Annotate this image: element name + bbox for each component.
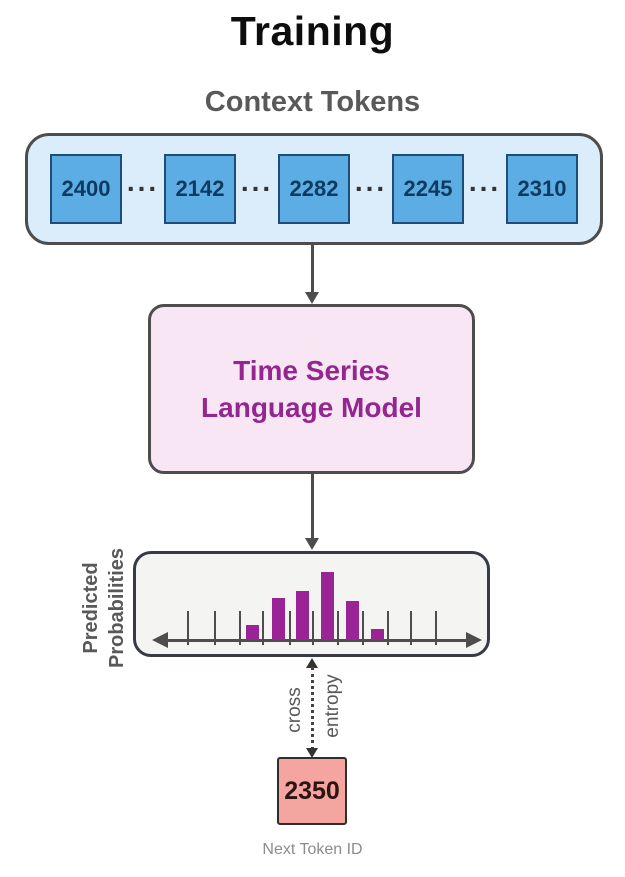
predicted-probabilities-label: Predicted Probabilities — [78, 533, 132, 683]
predicted-probabilities-label-line2: Probabilities — [106, 547, 128, 669]
ellipsis-separator: ... — [240, 166, 274, 197]
histogram-tick — [187, 611, 189, 645]
token-box: 2282 — [278, 154, 350, 224]
next-token-caption: Next Token ID — [262, 841, 363, 858]
next-token-box: 2350 — [277, 757, 347, 825]
arrow-context-to-model-head — [305, 292, 319, 304]
histogram-tick — [262, 611, 264, 645]
histogram-tick — [435, 611, 437, 645]
axis-right-arrow-icon — [466, 632, 482, 648]
token-box: 2245 — [392, 154, 464, 224]
model-name-line2: Language Model — [201, 392, 422, 423]
model-box: Time Series Language Model — [148, 304, 475, 474]
cross-entropy-label-entropy: entropy — [322, 674, 343, 738]
context-tokens-container: 2400...2142...2282...2245...2310 — [25, 133, 603, 245]
probabilities-box — [133, 551, 490, 657]
token-box: 2400 — [50, 154, 122, 224]
ellipsis-separator: ... — [354, 166, 388, 197]
page-title: Training — [230, 8, 395, 54]
probability-bar — [345, 601, 359, 640]
cross-entropy-arrow-down-icon — [306, 748, 318, 758]
probability-bar — [320, 572, 334, 640]
histogram-tick — [239, 611, 241, 645]
arrow-model-to-probabilities-line — [311, 474, 314, 539]
cross-entropy-label-cross: cross — [284, 687, 305, 733]
ellipsis-separator: ... — [468, 166, 502, 197]
ellipsis-separator: ... — [126, 166, 160, 197]
histogram-tick — [289, 611, 291, 645]
probability-bar — [370, 629, 384, 640]
histogram-tick — [337, 611, 339, 645]
histogram-tick — [312, 611, 314, 645]
token-box: 2142 — [164, 154, 236, 224]
probability-histogram — [136, 554, 487, 654]
probability-bar — [245, 625, 259, 640]
axis-left-arrow-icon — [152, 632, 168, 648]
probability-bar — [295, 591, 309, 640]
predicted-probabilities-label-line1: Predicted — [80, 562, 102, 654]
model-name-line1: Time Series — [233, 355, 390, 386]
cross-entropy-arrow-up-icon — [306, 658, 318, 668]
probability-bar — [271, 598, 285, 640]
histogram-tick — [214, 611, 216, 645]
histogram-tick — [387, 611, 389, 645]
token-box: 2310 — [506, 154, 578, 224]
histogram-axis — [162, 638, 472, 642]
histogram-tick — [362, 611, 364, 645]
cross-entropy-dotted-line — [311, 667, 314, 750]
arrow-model-to-probabilities-head — [305, 538, 319, 550]
histogram-tick — [410, 611, 412, 645]
context-tokens-label: Context Tokens — [204, 86, 421, 118]
arrow-context-to-model-line — [311, 245, 314, 293]
